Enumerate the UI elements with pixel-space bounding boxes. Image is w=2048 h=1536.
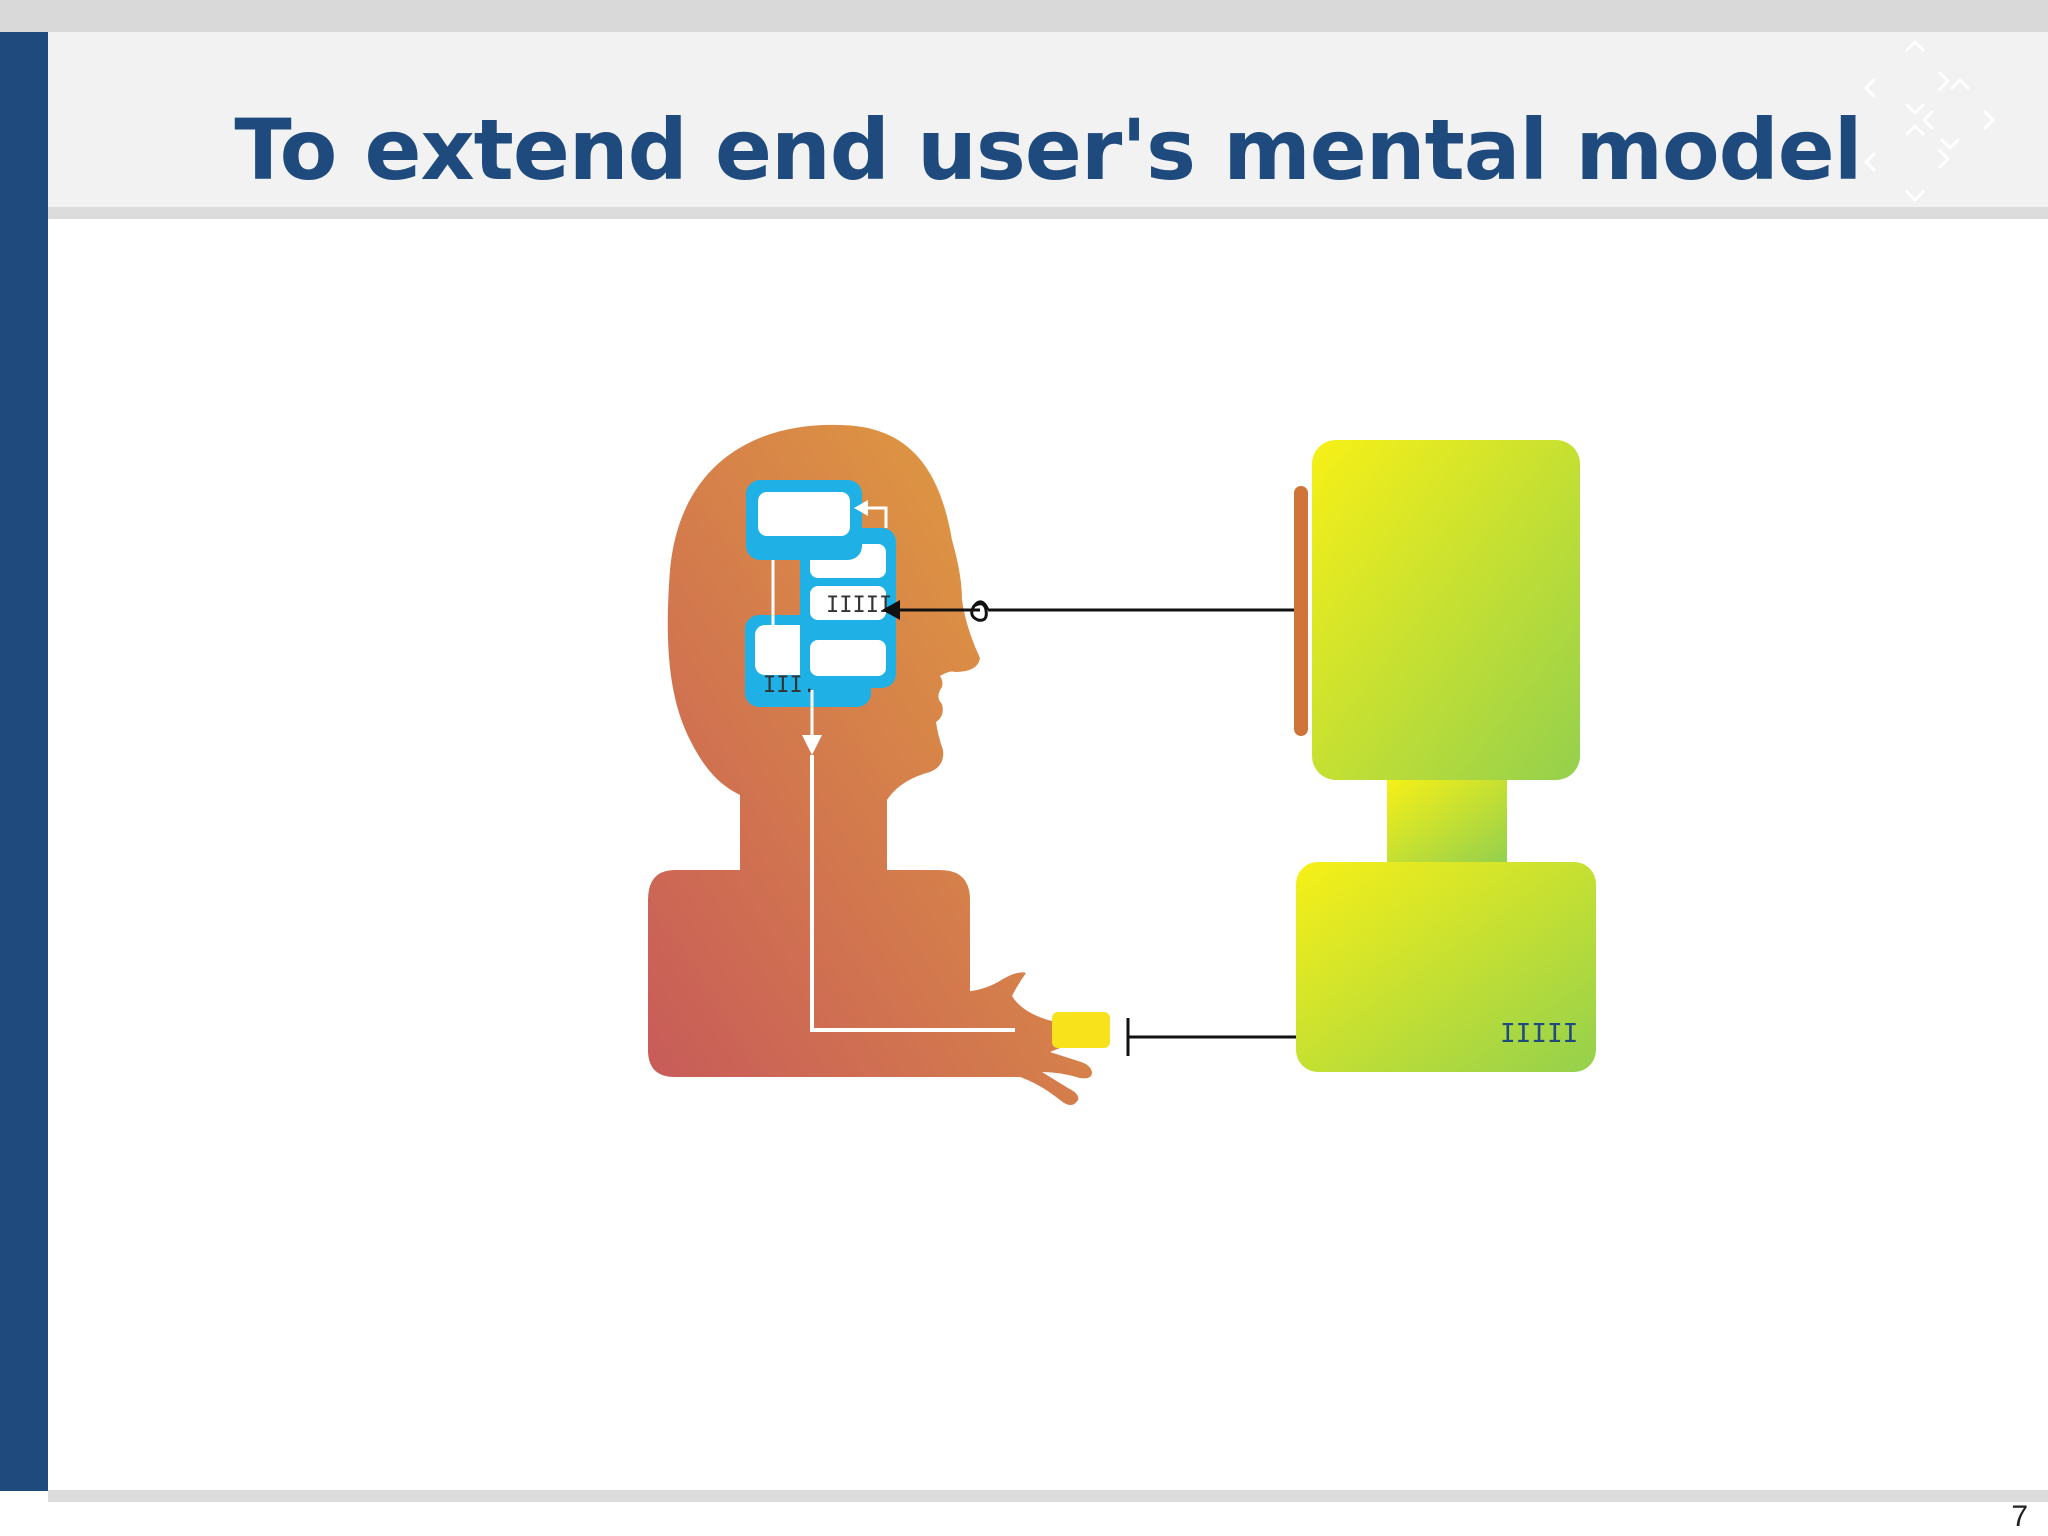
chevron-pattern-logo-icon	[1864, 40, 1995, 202]
left-accent-bar	[0, 32, 48, 1491]
page-number: 7	[2011, 1500, 2028, 1533]
svg-text:IIIII: IIIII	[1500, 1019, 1578, 1049]
header-band	[48, 32, 2048, 207]
computer-monitor-icon: IIIII	[1294, 440, 1596, 1072]
human-head-silhouette-icon	[648, 424, 1092, 1105]
slide-title: To extend end user's mental model	[234, 101, 1862, 199]
header-divider	[48, 207, 2048, 219]
footer-divider	[48, 1490, 2048, 1502]
top-strip	[0, 0, 2048, 32]
mental-model-flowchart-icon: III. IIIII	[745, 480, 1015, 1032]
mental-model-illustration: III. IIIII IIIII	[648, 424, 1596, 1105]
input-device-icon	[1052, 1012, 1110, 1048]
perception-arrow-icon	[882, 600, 900, 620]
perception-connector	[895, 600, 1294, 622]
action-connector	[1126, 1018, 1296, 1056]
svg-text:IIIII: IIIII	[826, 593, 892, 618]
